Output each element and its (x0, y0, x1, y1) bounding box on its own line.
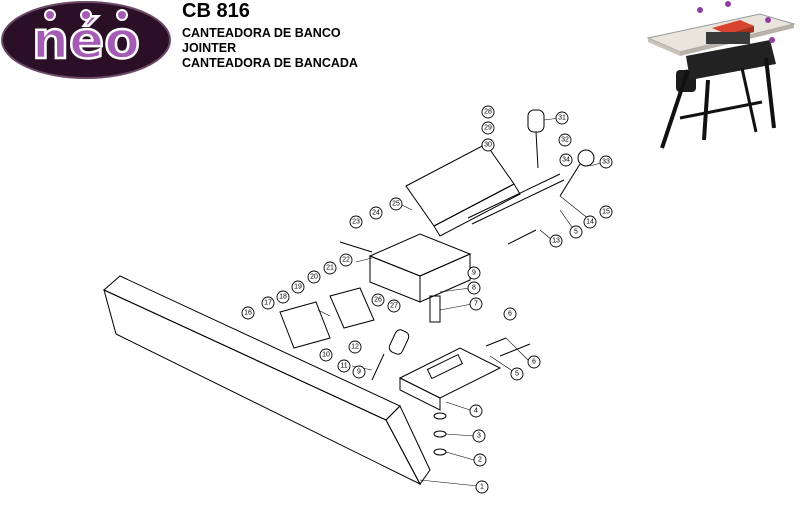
callout-18: 18 (276, 290, 290, 304)
svg-text:18: 18 (279, 294, 287, 301)
model-title: CB 816 (182, 0, 250, 22)
callout-27: 27 (387, 299, 401, 313)
diagram-parts (103, 109, 595, 486)
callout-5a: 5 (510, 367, 524, 381)
subtitle-line-2: JOINTER (182, 41, 237, 55)
svg-text:15: 15 (602, 209, 610, 216)
svg-text:16: 16 (244, 310, 252, 317)
svg-text:19: 19 (294, 284, 302, 291)
callout-19: 19 (291, 280, 305, 294)
callout-23: 23 (349, 215, 363, 229)
callout-15: 15 (599, 205, 613, 219)
callout-2: 2 (473, 453, 487, 467)
subtitle-line-3: CANTEADORA DE BANCADA (182, 56, 358, 70)
svg-text:13: 13 (552, 238, 560, 245)
svg-text:21: 21 (326, 265, 334, 272)
callout-32: 32 (558, 133, 572, 147)
svg-text:25: 25 (392, 201, 400, 208)
svg-text:33: 33 (602, 159, 610, 166)
neo-logo: néo (1, 1, 171, 79)
svg-text:30: 30 (484, 142, 492, 149)
callout-21: 21 (323, 261, 337, 275)
svg-text:1: 1 (480, 484, 484, 491)
callout-30: 30 (481, 138, 495, 152)
svg-text:7: 7 (474, 301, 478, 308)
callout-12: 12 (348, 340, 362, 354)
callout-34: 34 (559, 153, 573, 167)
callout-4: 4 (469, 404, 483, 418)
callout-31: 31 (555, 111, 569, 125)
svg-text:31: 31 (558, 115, 566, 122)
callout-22: 22 (339, 253, 353, 267)
svg-text:22: 22 (342, 257, 350, 264)
svg-text:9: 9 (357, 369, 361, 376)
svg-text:28: 28 (484, 109, 492, 116)
svg-text:14: 14 (586, 219, 594, 226)
callout-17: 17 (261, 296, 275, 310)
svg-text:29: 29 (484, 125, 492, 132)
diagram-leader-lines (317, 117, 605, 487)
callout-25: 25 (389, 197, 403, 211)
callout-13: 13 (549, 234, 563, 248)
callout-1: 1 (475, 480, 489, 494)
svg-text:34: 34 (562, 157, 570, 164)
svg-text:3: 3 (477, 433, 481, 440)
svg-text:27: 27 (390, 303, 398, 310)
callout-9a: 9 (467, 266, 481, 280)
svg-text:11: 11 (340, 363, 347, 370)
callout-26: 26 (371, 293, 385, 307)
svg-text:26: 26 (374, 297, 382, 304)
svg-text:17: 17 (264, 300, 272, 307)
callout-9b: 9 (352, 365, 366, 379)
svg-text:2: 2 (478, 457, 482, 464)
header-block: CB 816 CANTEADORA DE BANCO JOINTER CANTE… (182, 0, 358, 71)
callout-29: 29 (481, 121, 495, 135)
svg-text:6: 6 (508, 311, 512, 318)
callout-7: 7 (469, 297, 483, 311)
callout-16: 16 (241, 306, 255, 320)
callout-33: 33 (599, 155, 613, 169)
svg-text:20: 20 (310, 274, 318, 281)
callout-14: 14 (583, 215, 597, 229)
subtitle-line-1: CANTEADORA DE BANCO (182, 26, 341, 40)
svg-text:4: 4 (474, 408, 478, 415)
callout-6a: 6 (527, 355, 541, 369)
svg-text:23: 23 (352, 219, 360, 226)
diagram-callouts: 1 2 3 4 5 6 5 6 7 8 9 9 10 11 12 13 14 1… (241, 105, 613, 494)
callout-20: 20 (307, 270, 321, 284)
svg-text:24: 24 (372, 210, 380, 217)
svg-text:10: 10 (322, 352, 330, 359)
svg-text:5: 5 (574, 229, 578, 236)
svg-text:8: 8 (472, 285, 476, 292)
svg-text:6: 6 (532, 359, 536, 366)
callout-10: 10 (319, 348, 333, 362)
svg-text:5: 5 (515, 371, 519, 378)
jointer-product-image (646, 1, 796, 149)
callout-3: 3 (472, 429, 486, 443)
svg-text:32: 32 (561, 137, 569, 144)
svg-text:9: 9 (472, 270, 476, 277)
callout-6b: 6 (503, 307, 517, 321)
callout-24: 24 (369, 206, 383, 220)
callout-8: 8 (467, 281, 481, 295)
svg-text:12: 12 (351, 344, 359, 351)
callout-28: 28 (481, 105, 495, 119)
callout-5b: 5 (569, 225, 583, 239)
callout-11: 11 (337, 359, 351, 373)
